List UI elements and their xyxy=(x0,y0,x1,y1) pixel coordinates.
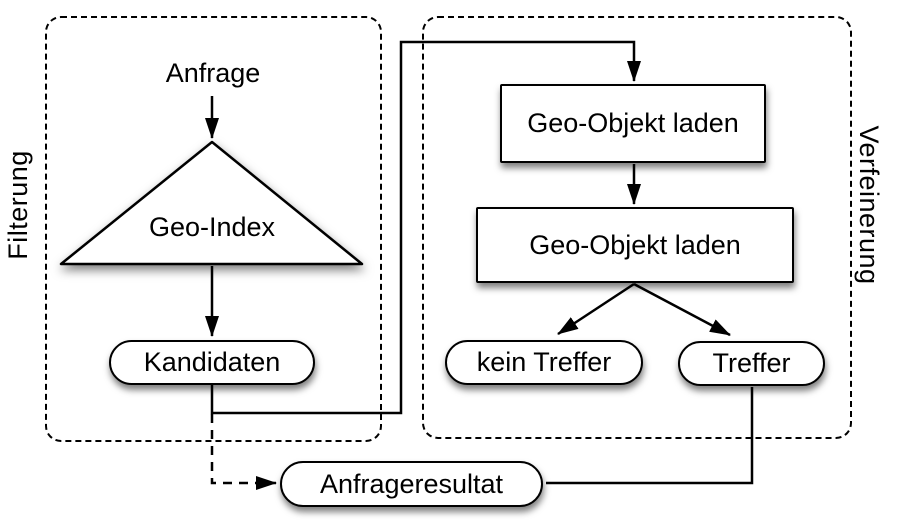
geo-objekt-laden-node-2: Geo-Objekt laden xyxy=(476,207,794,283)
anfrage-node-label: Anfrage xyxy=(165,57,261,88)
filterung-group-box xyxy=(45,16,382,442)
edge-kandidaten-load1 xyxy=(210,40,641,415)
kein-treffer-node: kein Treffer xyxy=(445,340,643,385)
edge-treffer-anfrageresultat xyxy=(546,387,754,485)
kein-treffer-node-label: kein Treffer xyxy=(476,347,612,377)
geo-objekt-laden-node-2-label: Geo-Objekt laden xyxy=(529,229,741,260)
geo-index-node-label: Geo-Index xyxy=(148,211,276,242)
geo-objekt-laden-node-1: Geo-Objekt laden xyxy=(500,84,766,163)
treffer-node-label: Treffer xyxy=(712,348,791,378)
filterung-group-label: Filterung xyxy=(2,150,33,260)
geo-objekt-laden-node-1-label: Geo-Objekt laden xyxy=(527,108,739,138)
kandidaten-node: Kandidaten xyxy=(109,340,315,385)
geo-index-triangle xyxy=(59,140,364,266)
edge-kandidaten-anfrageresultat xyxy=(210,414,277,490)
anfrageresultat-node: Anfrageresultat xyxy=(280,461,543,507)
edge-load2-treffer xyxy=(633,282,731,337)
kandidaten-node-label: Kandidaten xyxy=(143,347,281,377)
treffer-node: Treffer xyxy=(678,341,825,386)
anfrageresultat-node-label: Anfrageresultat xyxy=(319,468,504,499)
edge-load2-keintreffer xyxy=(557,282,635,336)
verfeinerung-group-label: Verfeinerung xyxy=(854,125,885,285)
verfeinerung-group-box xyxy=(422,16,852,439)
